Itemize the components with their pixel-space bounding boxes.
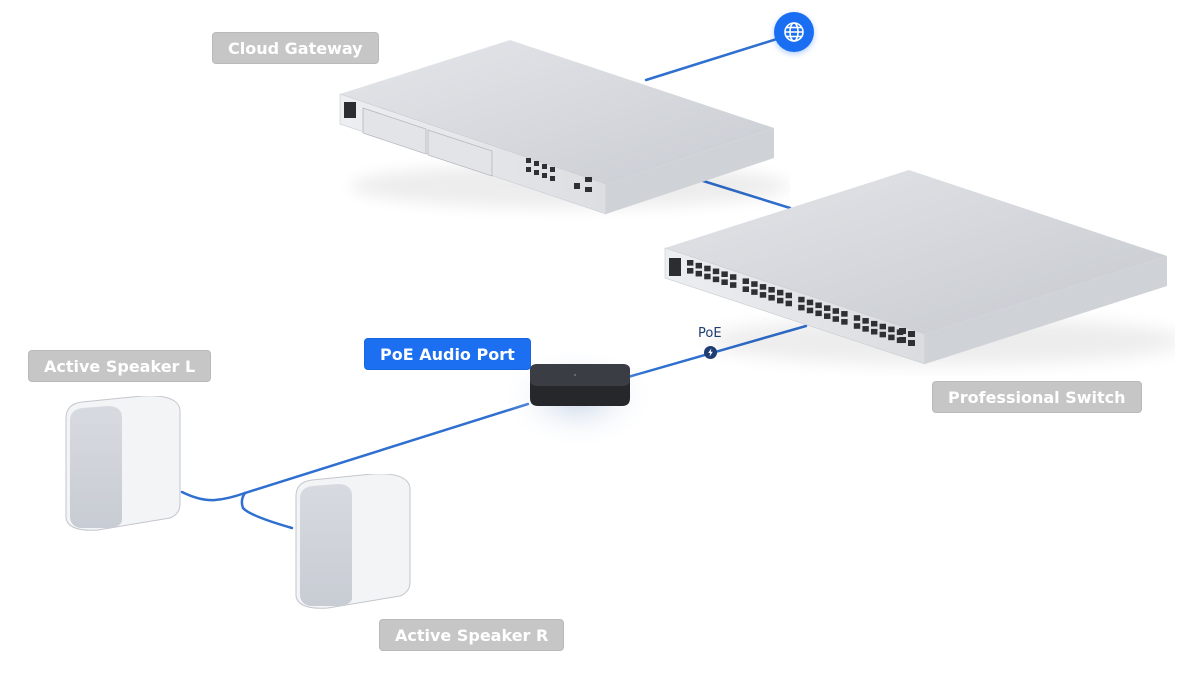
switch-port: [751, 289, 758, 295]
switch-port: [888, 334, 895, 341]
switch-port: [695, 262, 702, 269]
speaker-right-label: Active Speaker R: [379, 619, 565, 651]
switch-port: [759, 284, 767, 290]
switch-port: [742, 286, 749, 292]
switch-port: [777, 297, 784, 304]
switch-port: [798, 296, 805, 303]
speaker-left-device[interactable]: [58, 396, 188, 536]
lightning-icon: [704, 346, 717, 359]
sfp-port: [899, 328, 906, 334]
switch-port: [879, 331, 886, 338]
switch-port: [730, 282, 737, 288]
switch-port: [853, 323, 861, 329]
link-audio-port-speaker-l: [180, 402, 530, 502]
switch-port: [712, 268, 720, 275]
switch-port: [704, 265, 711, 272]
switch-port: [768, 294, 775, 301]
switch-port: [712, 276, 720, 283]
poe-link-label: PoE: [698, 326, 722, 341]
switch-port: [798, 304, 805, 311]
switch-port: [871, 320, 878, 327]
speaker-right-device[interactable]: [288, 474, 418, 614]
switch-port: [785, 300, 792, 307]
switch-port: [853, 315, 861, 321]
cloud-gateway-label: Cloud Gateway: [212, 32, 379, 64]
switch-port: [777, 289, 784, 296]
switch-port: [695, 270, 702, 277]
speaker-left-label: Active Speaker L: [28, 350, 212, 382]
switch-port: [806, 299, 814, 306]
switch-port: [687, 268, 694, 274]
switch-port: [721, 279, 728, 285]
switch-port: [871, 328, 878, 335]
switch-port: [759, 292, 767, 298]
switch-port: [841, 319, 848, 325]
switch-port: [815, 310, 822, 317]
switch-port: [832, 316, 839, 322]
switch-port: [742, 278, 749, 284]
sfp-port: [908, 340, 915, 346]
switch-port: [687, 260, 694, 266]
switch-port: [768, 286, 775, 293]
link-internet-gateway: [644, 36, 782, 82]
sfp-port: [908, 331, 915, 337]
professional-switch-device[interactable]: [655, 166, 1175, 376]
switch-port: [824, 313, 831, 319]
switch-port: [824, 305, 831, 311]
professional-switch-label: Professional Switch: [932, 381, 1142, 413]
switch-port: [879, 323, 886, 330]
switch-port: [721, 271, 728, 277]
switch-port: [730, 274, 737, 280]
switch-port: [751, 281, 758, 287]
link-audio-port-speaker-r: [240, 491, 294, 530]
switch-port: [862, 318, 869, 324]
switch-port: [888, 326, 895, 333]
switch-port: [704, 273, 711, 280]
switch-port: [832, 308, 839, 314]
switch-port: [862, 326, 869, 332]
sfp-port: [899, 337, 906, 343]
poe-audio-port-device[interactable]: [500, 330, 660, 450]
switch-port: [815, 302, 822, 309]
switch-port: [806, 307, 814, 314]
globe-icon: [784, 22, 804, 42]
internet-node[interactable]: [774, 12, 814, 52]
switch-port: [785, 292, 792, 299]
cloud-gateway-device[interactable]: [330, 36, 790, 226]
poe-audio-port-label: PoE Audio Port: [364, 338, 531, 370]
switch-port: [841, 311, 848, 317]
